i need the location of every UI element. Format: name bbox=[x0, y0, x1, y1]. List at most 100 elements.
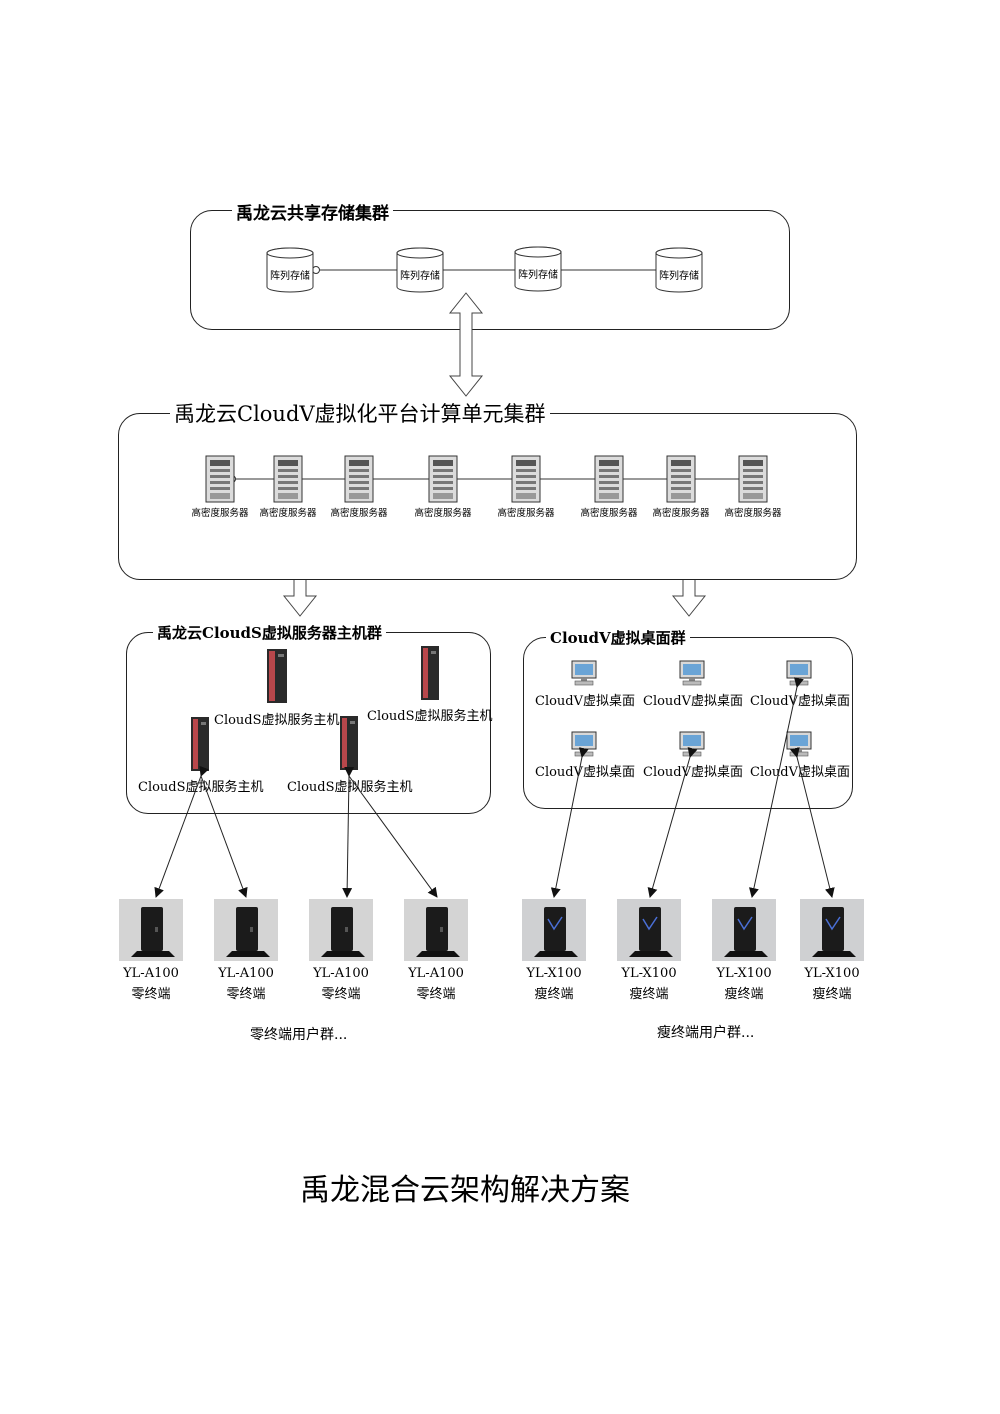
terminal-model-label: YL-X100 bbox=[716, 966, 772, 981]
thin-client-device-icon bbox=[724, 907, 768, 957]
compute-node-4 bbox=[428, 455, 458, 503]
database-icon bbox=[655, 247, 703, 293]
compute-node-3 bbox=[344, 455, 374, 503]
rack-server-icon bbox=[511, 455, 541, 503]
compute-node-1 bbox=[205, 455, 235, 503]
clouds-host-label: CloudS虚拟服务主机 bbox=[367, 709, 493, 724]
tower-server-icon bbox=[191, 717, 209, 771]
terminal-model-label: YL-X100 bbox=[804, 966, 860, 981]
virtual-desktop-label: CloudV虚拟桌面 bbox=[535, 694, 636, 709]
storage-node-label: 阵列存储 bbox=[270, 271, 310, 282]
thin-client-device-icon bbox=[629, 907, 673, 957]
virtual-desktop-label: CloudV虚拟桌面 bbox=[643, 694, 744, 709]
monitor-icon bbox=[571, 660, 597, 686]
compute-node-label: 高密度服务器 bbox=[191, 508, 249, 519]
clouds-host-3 bbox=[190, 716, 210, 772]
terminal-model-label: YL-X100 bbox=[526, 966, 582, 981]
tower-server-icon bbox=[340, 716, 358, 770]
link-line bbox=[200, 775, 248, 898]
compute-node-label: 高密度服务器 bbox=[259, 508, 317, 519]
cloudv-group-title: CloudV虚拟桌面群 bbox=[546, 627, 690, 648]
database-icon bbox=[514, 246, 562, 292]
terminal-type-label: 瘦终端 bbox=[629, 987, 669, 1002]
tower-server-icon bbox=[421, 646, 439, 700]
compute-node-8 bbox=[738, 455, 768, 503]
link-line bbox=[342, 766, 355, 898]
clouds-host-1 bbox=[266, 648, 288, 704]
page-caption: 禹龙混合云架构解决方案 bbox=[300, 1173, 630, 1208]
thin-group-label: 瘦终端用户群... bbox=[657, 1025, 755, 1041]
clouds-host-4 bbox=[339, 715, 359, 771]
monitor-icon bbox=[679, 660, 705, 686]
storage-node-label: 阵列存储 bbox=[659, 271, 699, 282]
zero-terminal-4 bbox=[404, 899, 468, 961]
compute-node-label: 高密度服务器 bbox=[330, 508, 388, 519]
terminal-type-label: 瘦终端 bbox=[724, 987, 764, 1002]
storage-node-label: 阵列存储 bbox=[518, 270, 558, 281]
zero-terminal-2 bbox=[214, 899, 278, 961]
terminal-model-label: YL-A100 bbox=[313, 966, 369, 981]
zero-terminal-3 bbox=[309, 899, 373, 961]
terminal-type-label: 零终端 bbox=[321, 987, 361, 1002]
virtual-desktop-2 bbox=[678, 660, 706, 686]
link-line bbox=[647, 746, 698, 898]
compute-cluster-box bbox=[118, 413, 857, 580]
zero-terminal-1 bbox=[119, 899, 183, 961]
storage-node-1: 阵列存储 bbox=[266, 247, 314, 293]
storage-node-4: 阵列存储 bbox=[655, 247, 703, 293]
terminal-type-label: 零终端 bbox=[416, 987, 456, 1002]
compute-node-7 bbox=[666, 455, 696, 503]
thin-terminal-4 bbox=[800, 899, 864, 961]
rack-server-icon bbox=[738, 455, 768, 503]
thin-client-device-icon bbox=[812, 907, 856, 957]
link-line bbox=[154, 765, 209, 898]
clouds-group-title: 禹龙云CloudS虚拟服务器主机群 bbox=[153, 622, 386, 643]
terminal-type-label: 零终端 bbox=[226, 987, 266, 1002]
rack-server-icon bbox=[666, 455, 696, 503]
rack-server-icon bbox=[205, 455, 235, 503]
database-icon bbox=[266, 247, 314, 293]
rack-server-icon bbox=[428, 455, 458, 503]
terminal-model-label: YL-A100 bbox=[218, 966, 274, 981]
terminal-type-label: 零终端 bbox=[131, 987, 171, 1002]
rack-server-icon bbox=[273, 455, 303, 503]
compute-node-label: 高密度服务器 bbox=[652, 508, 710, 519]
terminal-model-label: YL-A100 bbox=[408, 966, 464, 981]
compute-node-5 bbox=[511, 455, 541, 503]
rack-server-icon bbox=[344, 455, 374, 503]
storage-cluster-title: 禹龙云共享存储集群 bbox=[232, 199, 393, 224]
clouds-host-label: CloudS虚拟服务主机 bbox=[214, 713, 340, 728]
compute-node-2 bbox=[273, 455, 303, 503]
terminal-type-label: 瘦终端 bbox=[812, 987, 852, 1002]
zero-group-label: 零终端用户群... bbox=[250, 1027, 348, 1043]
compute-node-label: 高密度服务器 bbox=[724, 508, 782, 519]
compute-node-label: 高密度服务器 bbox=[580, 508, 638, 519]
compute-node-label: 高密度服务器 bbox=[414, 508, 472, 519]
zero-client-device-icon bbox=[416, 907, 460, 957]
rack-server-icon bbox=[594, 455, 624, 503]
zero-client-device-icon bbox=[226, 907, 270, 957]
link-line bbox=[789, 747, 835, 898]
thin-client-device-icon bbox=[534, 907, 578, 957]
storage-node-label: 阵列存储 bbox=[400, 271, 440, 282]
zero-client-device-icon bbox=[321, 907, 365, 957]
storage-node-3: 阵列存储 bbox=[514, 246, 562, 292]
database-icon bbox=[396, 247, 444, 293]
tower-server-icon bbox=[267, 649, 287, 703]
compute-node-6 bbox=[594, 455, 624, 503]
link-line bbox=[550, 747, 589, 898]
thin-terminal-1 bbox=[522, 899, 586, 961]
terminal-model-label: YL-A100 bbox=[123, 966, 179, 981]
thin-terminal-2 bbox=[617, 899, 681, 961]
terminal-model-label: YL-X100 bbox=[621, 966, 677, 981]
compute-cluster-title: 禹龙云CloudV虚拟化平台计算单元集群 bbox=[170, 398, 550, 428]
link-line bbox=[748, 677, 804, 898]
clouds-host-2 bbox=[420, 645, 440, 701]
terminal-type-label: 瘦终端 bbox=[534, 987, 574, 1002]
link-line bbox=[348, 775, 438, 898]
zero-client-device-icon bbox=[131, 907, 175, 957]
double-arrow-storage-compute bbox=[448, 292, 484, 397]
thin-terminal-3 bbox=[712, 899, 776, 961]
